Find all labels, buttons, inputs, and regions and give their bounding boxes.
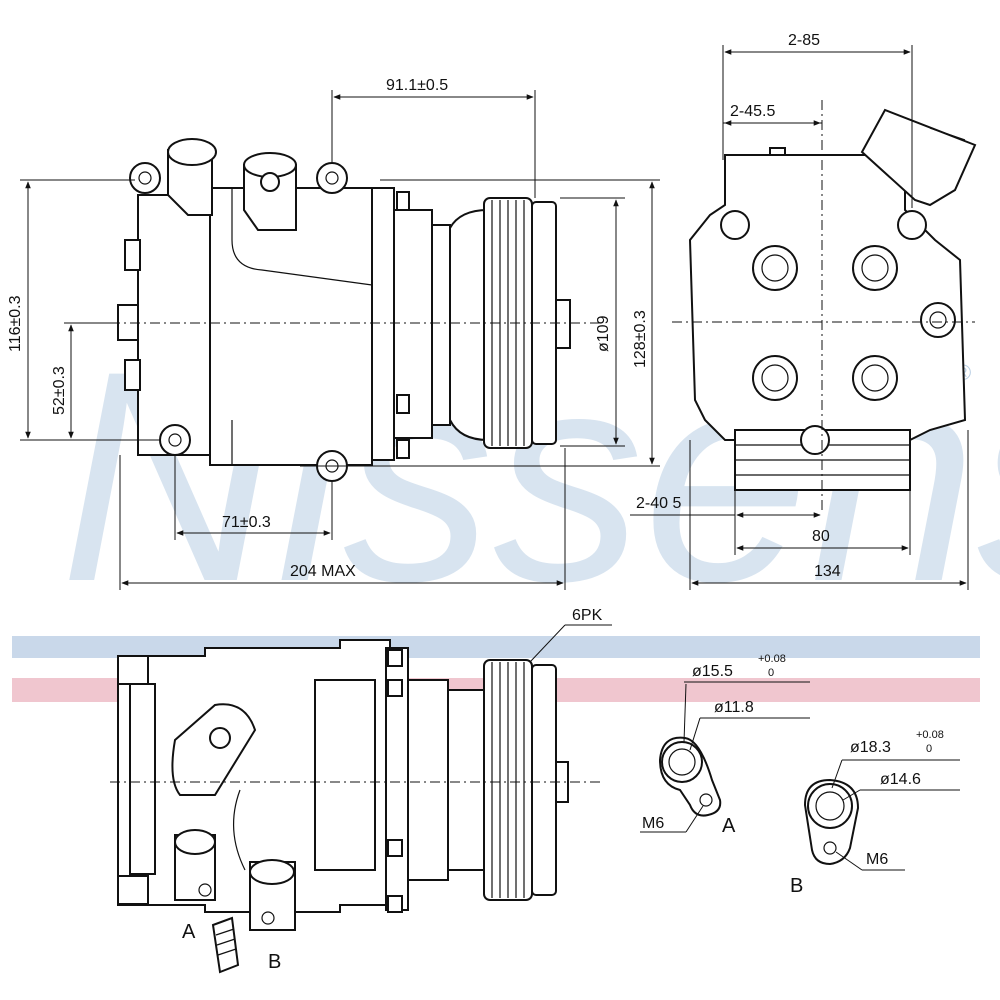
compressor-bottom-view	[110, 639, 600, 974]
fitting-b-letter: B	[790, 875, 803, 897]
dim-204-label: 204 MAX	[290, 563, 356, 580]
dim-109-label: ø109	[595, 315, 612, 352]
fitting-b-thread-label: M6	[866, 851, 888, 868]
end-view-dimensions	[630, 45, 969, 590]
belt-label: 6PK	[572, 607, 603, 624]
dim-80-label: 80	[812, 528, 830, 545]
fitting-a-letter: A	[722, 815, 736, 837]
dim-52-label: 52±0.3	[51, 366, 68, 415]
fitting-b-tolerance-lower: 0	[926, 743, 932, 755]
fitting-b-tolerance-upper: +0.08	[916, 729, 944, 741]
dim-116-label: 116±0.3	[7, 295, 24, 352]
fitting-a-detail	[640, 681, 810, 833]
fitting-b-detail	[803, 759, 960, 871]
fitting-a-thread-label: M6	[642, 815, 664, 832]
fitting-a-outer-diameter: ø15.5	[692, 663, 733, 680]
compressor-side-view	[110, 138, 600, 482]
dim-71-label: 71±0.3	[222, 514, 271, 531]
dim-128-label: 128±0.3	[632, 310, 649, 368]
fitting-a-tolerance-lower: 0	[768, 667, 774, 679]
fitting-a-inner-diameter: ø11.8	[714, 699, 754, 716]
fitting-b-inner-diameter: ø14.6	[880, 771, 921, 788]
port-b-letter: B	[268, 951, 281, 973]
side-view-dimensions	[20, 90, 660, 590]
fitting-a-tolerance-upper: +0.08	[758, 653, 786, 665]
belt-leader	[529, 624, 566, 663]
compressor-end-view	[672, 100, 977, 510]
port-a-letter: A	[182, 921, 196, 943]
fitting-b-outer-diameter: ø18.3	[850, 739, 891, 756]
dim-91-label: 91.1±0.5	[386, 77, 448, 94]
dim-2-45-5-label: 2-45.5	[730, 103, 775, 120]
dim-2-40-5-label: 2-40 5	[636, 495, 681, 512]
dim-2-85-label: 2-85	[788, 32, 820, 49]
dim-134-label: 134	[814, 563, 841, 580]
